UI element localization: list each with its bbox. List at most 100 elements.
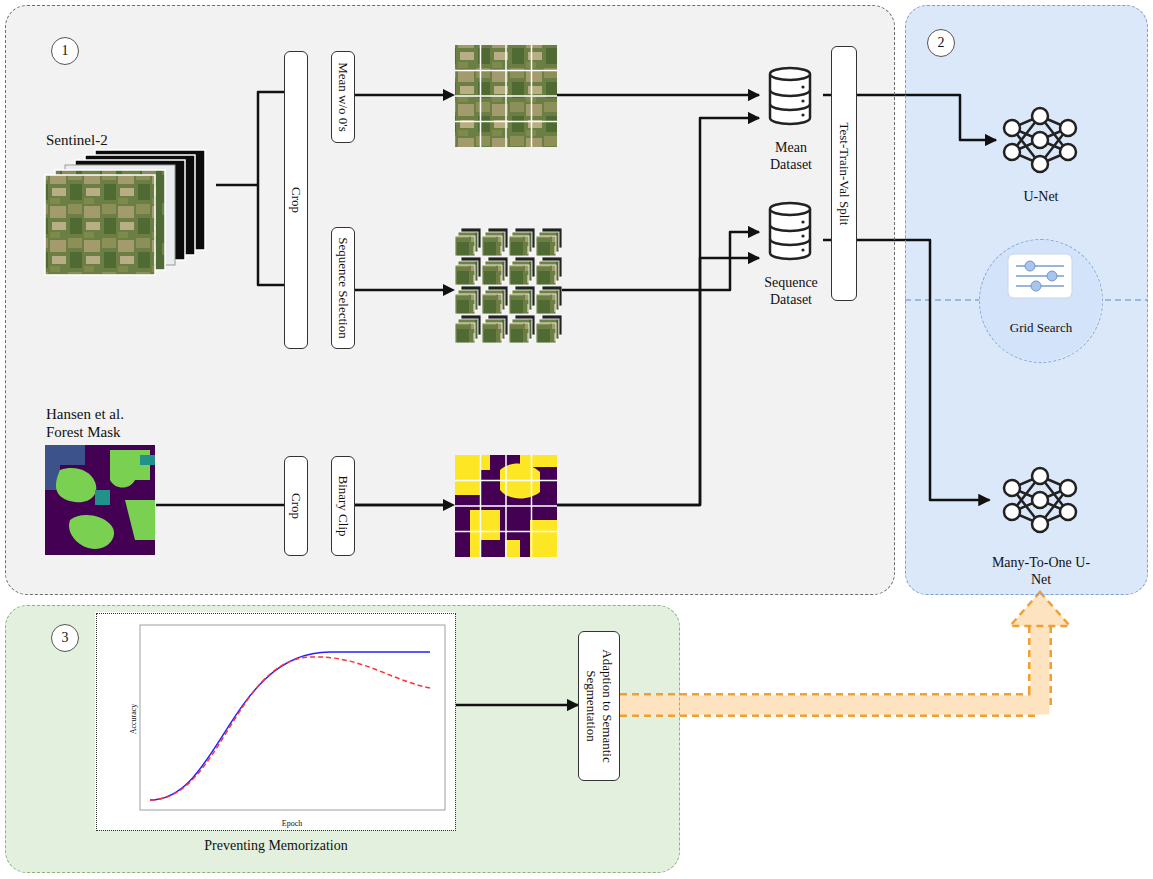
mask-mosaic	[530, 520, 557, 557]
label-text: Preventing Memorization	[57, 838, 495, 855]
connector	[355, 94, 759, 97]
process-box: Mean w/o 0's	[331, 51, 355, 143]
connector	[355, 258, 759, 505]
mean-mosaic	[455, 45, 557, 147]
accuracy-chart	[140, 625, 445, 810]
flow-arrow	[620, 624, 1040, 705]
database-icon	[801, 248, 804, 251]
mask-mosaic	[505, 540, 520, 557]
database-icon	[770, 90, 810, 110]
database-icon	[770, 203, 810, 215]
mean-mosaic	[455, 45, 557, 147]
sequence-mosaic	[536, 286, 562, 314]
flow-arrow	[620, 592, 1070, 705]
text-slot: Sequence Dataset	[759, 275, 823, 309]
accuracy-chart	[150, 657, 430, 800]
network-icon	[1004, 468, 1076, 532]
sequence-mosaic	[536, 257, 562, 285]
image-arrowheads	[443, 89, 455, 511]
sequence-mosaic	[482, 257, 508, 285]
mask-mosaic	[520, 455, 557, 467]
mask-mosaic	[455, 455, 557, 557]
sequence-mosaic	[509, 228, 535, 256]
database-icon	[801, 220, 804, 223]
process-box: Adaption to Semantic Segmentation	[578, 631, 620, 781]
chart-panel: AccuracyEpochPreventing Memorization	[96, 613, 456, 831]
satellite-stack	[45, 150, 205, 275]
sequence-mosaic	[509, 286, 535, 314]
region-panel: 2U-NetGrid SearchMany-To-One U-Net	[905, 5, 1148, 595]
label-text: Sequence Selection	[335, 237, 351, 338]
sequence-mosaic	[482, 315, 508, 343]
text-slot: Sentinel-2	[41, 131, 216, 149]
sequence-mosaic	[455, 228, 481, 256]
database-icon	[770, 68, 810, 124]
sequence-mosaic	[536, 315, 562, 343]
text-slot: Many-To-One U-Net	[990, 555, 1093, 589]
label-text: Sentinel-2	[46, 131, 216, 149]
region-fills	[5, 605, 680, 873]
text-slot: 1	[51, 37, 79, 65]
region-fills	[5, 5, 895, 595]
connector	[456, 704, 578, 707]
callout-number: 3	[51, 624, 79, 652]
forest-mask-image	[56, 468, 96, 502]
sequence-mosaic	[482, 286, 508, 314]
label-text: Many-To-One U-Net	[990, 555, 1093, 589]
sequence-mosaic	[455, 228, 562, 343]
satellite-stack	[45, 175, 155, 275]
label-text: Crop	[288, 187, 304, 213]
grid-search-art	[1025, 261, 1035, 271]
label-text: Binary Clip	[335, 475, 351, 536]
database: Sequence Dataset	[759, 201, 823, 309]
label-text: Adaption to Semantic Segmentation	[583, 638, 614, 774]
grid-search-art	[1031, 281, 1041, 291]
grid-search-art	[905, 239, 1148, 361]
region-panel: 3 AccuracyEpochPreventing Memorization Ada…	[5, 605, 680, 873]
label-text: Mean Dataset	[759, 140, 823, 174]
network-icon	[1004, 108, 1076, 172]
database-icon	[770, 203, 810, 259]
text-slot: Grid Search	[980, 320, 1102, 336]
database-icon	[801, 85, 804, 88]
model-icon: U-Net	[996, 96, 1086, 206]
database-icon	[770, 209, 810, 259]
database-icon	[770, 74, 810, 124]
sequence-mosaic	[536, 228, 562, 256]
connector	[156, 504, 284, 507]
database-icon	[801, 99, 804, 102]
sequence-mosaic	[455, 286, 481, 314]
label-text: Epoch	[282, 819, 302, 829]
forest-mask-image	[69, 515, 114, 549]
accuracy-chart	[95, 612, 455, 830]
label-text: Mean w/o 0's	[335, 62, 351, 132]
label-text: Hansen et al. Forest Mask	[46, 405, 156, 441]
text-slot: Preventing Memorization	[57, 838, 495, 855]
connector	[216, 92, 284, 285]
mask-mosaic	[455, 455, 557, 557]
connector	[823, 94, 831, 97]
accuracy-chart	[95, 612, 455, 830]
label-text: Test-Train-Val Split	[836, 122, 852, 225]
database-icon	[801, 113, 804, 116]
flow-arrow	[620, 624, 1040, 705]
label-text: Crop	[288, 493, 304, 519]
forest-mask-image	[125, 500, 155, 540]
forest-mask-image	[95, 490, 110, 505]
region-panel: 1Sentinel-2Crop Mean w/o 0'sSequence Sele…	[5, 5, 895, 595]
grid-search-art	[979, 239, 1101, 361]
callout-number: 1	[51, 37, 79, 65]
sequence-mosaic	[509, 315, 535, 343]
process-box: Crop	[284, 456, 308, 556]
process-box: Binary Clip	[331, 456, 355, 556]
grid-search: Grid Search	[979, 239, 1103, 363]
connector	[857, 95, 996, 140]
process-box: Sequence Selection	[331, 227, 355, 349]
model-icon: Many-To-One U-Net	[990, 461, 1093, 589]
forest-mask-image	[45, 445, 155, 555]
connector	[823, 239, 831, 242]
text-slot: 2	[927, 29, 955, 57]
